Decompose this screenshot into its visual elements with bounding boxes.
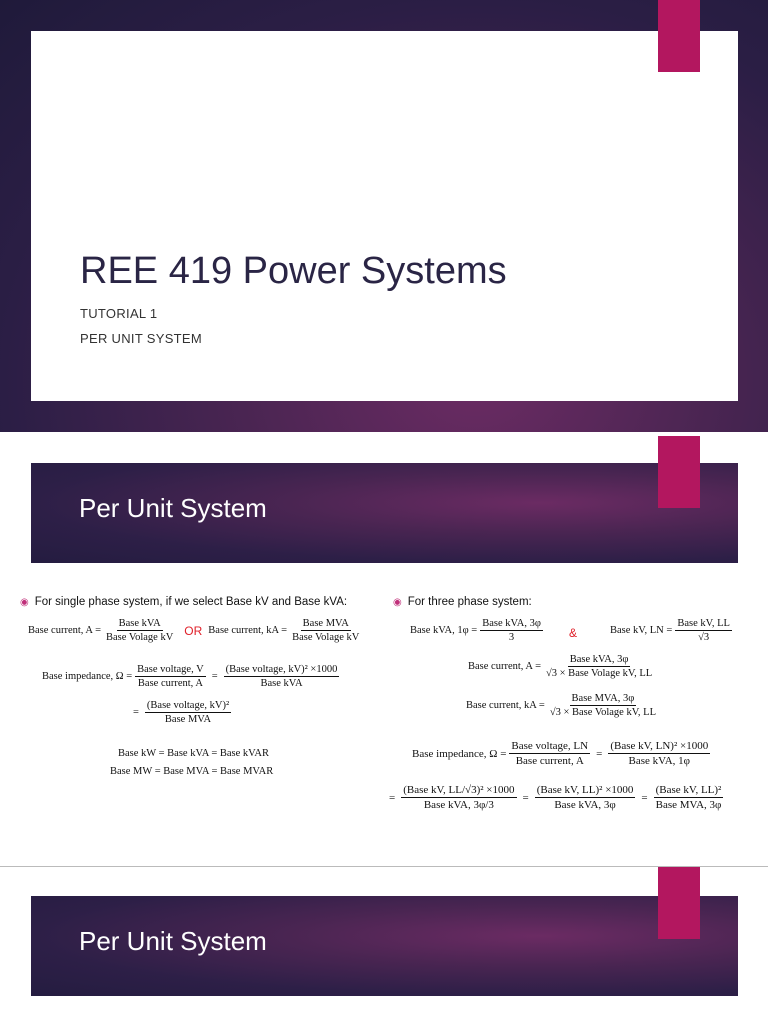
denominator: √3 × Base Volage kV, LL	[546, 668, 653, 679]
accent-tab	[658, 0, 700, 72]
numerator: (Base voltage, kV)² ×1000	[223, 664, 340, 677]
slide-subtitle-tutorial: TUTORIAL 1	[80, 306, 158, 321]
eq-fraction: Base MVA, 3φ√3 × Base Volage kV, LL	[548, 693, 658, 718]
numerator: (Base voltage, kV)²	[144, 700, 232, 713]
numerator: (Base kV, LL)² ×1000	[534, 784, 636, 798]
equals-sign: =	[596, 747, 603, 760]
title-banner: Per Unit System	[31, 896, 738, 996]
content-slide-next: Per Unit System	[0, 867, 768, 1024]
bullet-icon: ◉	[393, 597, 402, 608]
denominator: Base kVA, 1φ	[628, 755, 690, 767]
numerator: (Base kV, LN)² ×1000	[608, 740, 711, 754]
slide-subtitle-topic: PER UNIT SYSTEM	[80, 331, 203, 346]
eq-fraction: Base kVA, 3φ√3 × Base Volage kV, LL	[544, 654, 654, 679]
slide-divider	[0, 866, 768, 867]
denominator: √3	[698, 632, 710, 643]
denominator: Base kVA, 3φ	[554, 799, 616, 811]
eq-lhs: Base current, A =	[468, 661, 541, 672]
denominator: 3	[508, 632, 515, 643]
eq-lhs: Base current, A =	[28, 625, 101, 636]
eq-base-kv-ln: Base kV, LN = Base kV, LL√3	[610, 618, 735, 643]
denominator: Base Volage kV	[106, 632, 174, 643]
numerator: Base voltage, V	[135, 664, 206, 677]
numerator: Base kV, LL	[675, 618, 732, 631]
eq-lhs: Base current, kA =	[466, 700, 545, 711]
equals-sign: =	[211, 671, 218, 682]
title-banner: Per Unit System	[31, 463, 738, 563]
bullet-three-phase: ◉ For three phase system:	[393, 596, 532, 608]
eq-lhs: Base kVA, 1φ =	[410, 625, 478, 636]
eq-lhs: Base impedance, Ω =	[412, 747, 507, 760]
slide-title: Per Unit System	[79, 926, 267, 956]
bullet-icon: ◉	[20, 597, 29, 608]
equals-sign: =	[389, 791, 396, 804]
numerator: Base kVA	[116, 618, 163, 631]
or-label: OR	[184, 623, 203, 638]
denominator: Base MVA, 3φ	[655, 799, 722, 811]
equals-sign: =	[522, 791, 529, 804]
content-slide: Per Unit System ◉ For single phase system…	[0, 436, 768, 866]
numerator: Base MVA, 3φ	[569, 693, 637, 706]
bullet-single-phase: ◉ For single phase system, if we select B…	[20, 596, 347, 608]
eq-fraction: Base kV, LL√3	[675, 618, 732, 643]
accent-tab	[658, 436, 700, 508]
numerator: Base kVA, 3φ	[567, 654, 631, 667]
eq-lhs: Base current, kA =	[208, 625, 288, 636]
equals-sign: =	[133, 707, 139, 718]
eq-lhs: Base kV, LN =	[610, 625, 673, 636]
title-card	[31, 31, 738, 401]
eq-lhs: Base impedance, Ω =	[42, 671, 133, 682]
eq-base-current-a-3ph: Base current, A = Base kVA, 3φ√3 × Base …	[468, 654, 657, 679]
denominator: √3 × Base Volage kV, LL	[549, 707, 657, 718]
numerator: (Base kV, LL)²	[653, 784, 724, 798]
numerator: (Base kV, LL/√3)² ×1000	[401, 784, 517, 798]
ampersand-label: &	[569, 626, 578, 640]
accent-tab	[658, 867, 700, 939]
denominator: Base MVA	[164, 714, 212, 725]
slide-title: Per Unit System	[79, 493, 267, 523]
denominator: Base current, A	[515, 755, 584, 767]
eq-base-power-kw: Base kW = Base kVA = Base kVAR	[118, 748, 269, 759]
bullet-text: For single phase system, if we select Ba…	[34, 596, 348, 608]
denominator: Base current, A	[137, 678, 203, 689]
denominator: Base kVA	[260, 678, 303, 689]
bullet-text: For three phase system:	[407, 596, 532, 608]
numerator: Base kVA, 3φ	[480, 618, 543, 631]
denominator: Base kVA, 3φ/3	[423, 799, 494, 811]
eq-base-power-mw: Base MW = Base MVA = Base MVAR	[110, 766, 274, 777]
slide-title: REE 419 Power Systems	[80, 250, 507, 292]
equals-sign: =	[641, 791, 648, 804]
eq-base-current-ka-3ph: Base current, kA = Base MVA, 3φ√3 × Base…	[466, 693, 661, 718]
title-slide: REE 419 Power Systems TUTORIAL 1 PER UNI…	[0, 0, 768, 432]
numerator: Base MVA	[300, 618, 351, 631]
numerator: Base voltage, LN	[509, 740, 591, 754]
denominator: Base Volage kV	[292, 632, 360, 643]
